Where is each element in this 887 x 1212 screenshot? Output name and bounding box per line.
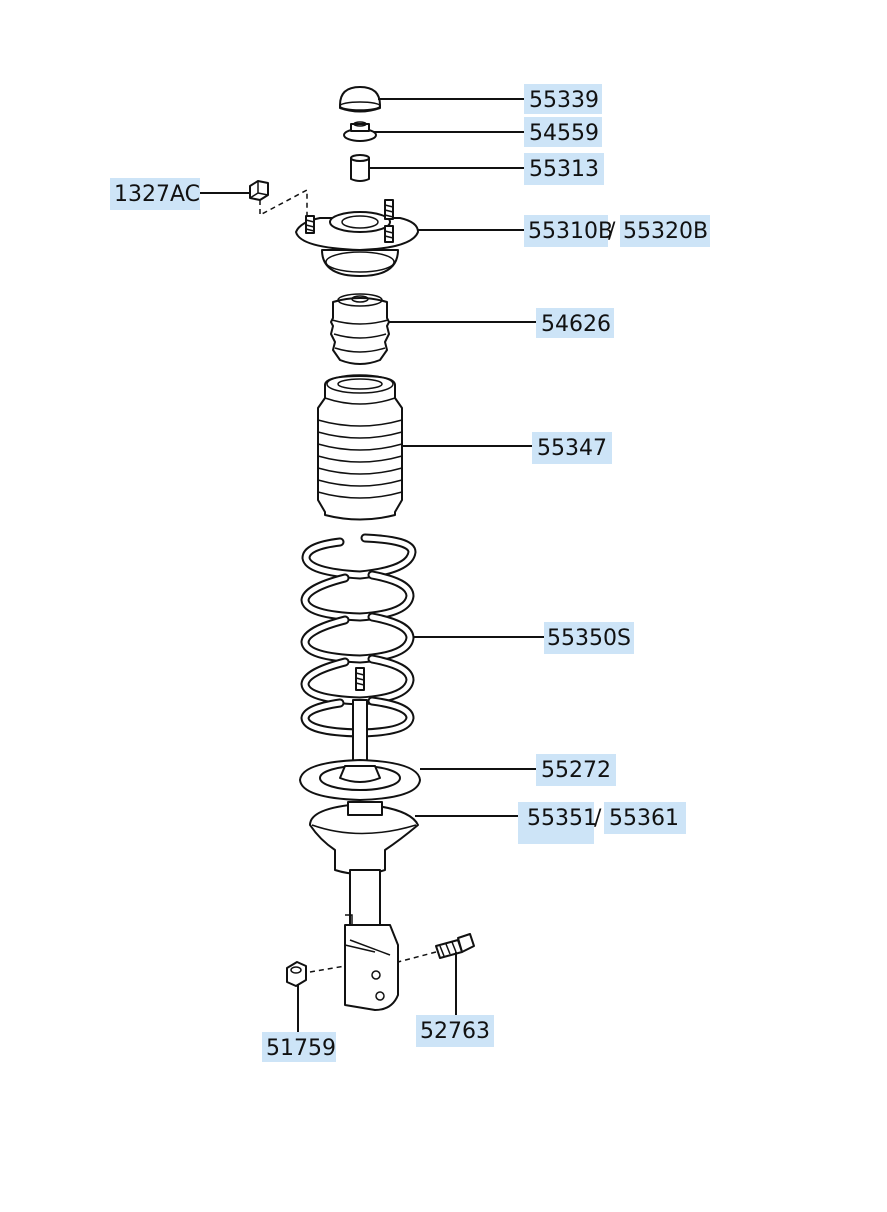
callout-1327AC-text: 1327AC (114, 182, 200, 207)
callout-1327AC[interactable]: 1327AC (110, 178, 200, 210)
callout-54559[interactable]: 54559 (524, 117, 602, 147)
callout-55361-text: 55361 (609, 806, 679, 831)
callout-55347-text: 55347 (537, 436, 607, 461)
piston-rod-part (352, 667, 368, 771)
callout-55313[interactable]: 55313 (524, 153, 604, 185)
callout-55339-text: 55339 (529, 88, 599, 113)
callout-55272-text: 55272 (541, 758, 611, 783)
callout-54559-text: 54559 (529, 121, 599, 146)
callout-55361[interactable]: 55361 (604, 802, 686, 834)
callout-55313-text: 55313 (529, 157, 599, 182)
strut-body-part (309, 801, 419, 1011)
callout-55272[interactable]: 55272 (536, 754, 616, 786)
callout-separator-mount: / (608, 219, 616, 244)
callout-52763-text: 52763 (420, 1019, 490, 1044)
callout-55310B-text: 55310B (528, 219, 613, 244)
callout-55320B[interactable]: 55320B (620, 215, 710, 247)
spring-seat-part (299, 759, 421, 801)
dust-cap-part (339, 86, 381, 113)
callout-separator-strut: / (594, 806, 602, 831)
callout-55351-text: 55351 (527, 806, 597, 831)
bolt-guide (397, 951, 437, 963)
bushing-part (350, 154, 370, 182)
callout-52763[interactable]: 52763 (416, 1015, 494, 1047)
callout-55339[interactable]: 55339 (524, 84, 602, 114)
flange-nut-part (343, 121, 377, 142)
strut-mount-part (295, 199, 419, 277)
bump-stopper-part (330, 293, 390, 365)
callout-55347[interactable]: 55347 (532, 432, 612, 464)
small-nut-part (249, 180, 269, 201)
callout-54626-text: 54626 (541, 312, 611, 337)
callout-55310B[interactable]: 55310B (524, 215, 613, 247)
callout-54626[interactable]: 54626 (536, 308, 614, 338)
callout-51759[interactable]: 51759 (262, 1032, 336, 1062)
callout-55350S-text: 55350S (547, 626, 631, 651)
callout-55350S[interactable]: 55350S (544, 622, 634, 654)
leader-lines (198, 98, 544, 1032)
lock-nut-part (286, 961, 307, 987)
callout-55351[interactable]: 55351 (518, 802, 597, 844)
dust-boot-part (317, 374, 403, 521)
lock-nut-guide (309, 965, 346, 973)
callout-55320B-text: 55320B (623, 219, 708, 244)
callout-51759-text: 51759 (266, 1036, 336, 1061)
